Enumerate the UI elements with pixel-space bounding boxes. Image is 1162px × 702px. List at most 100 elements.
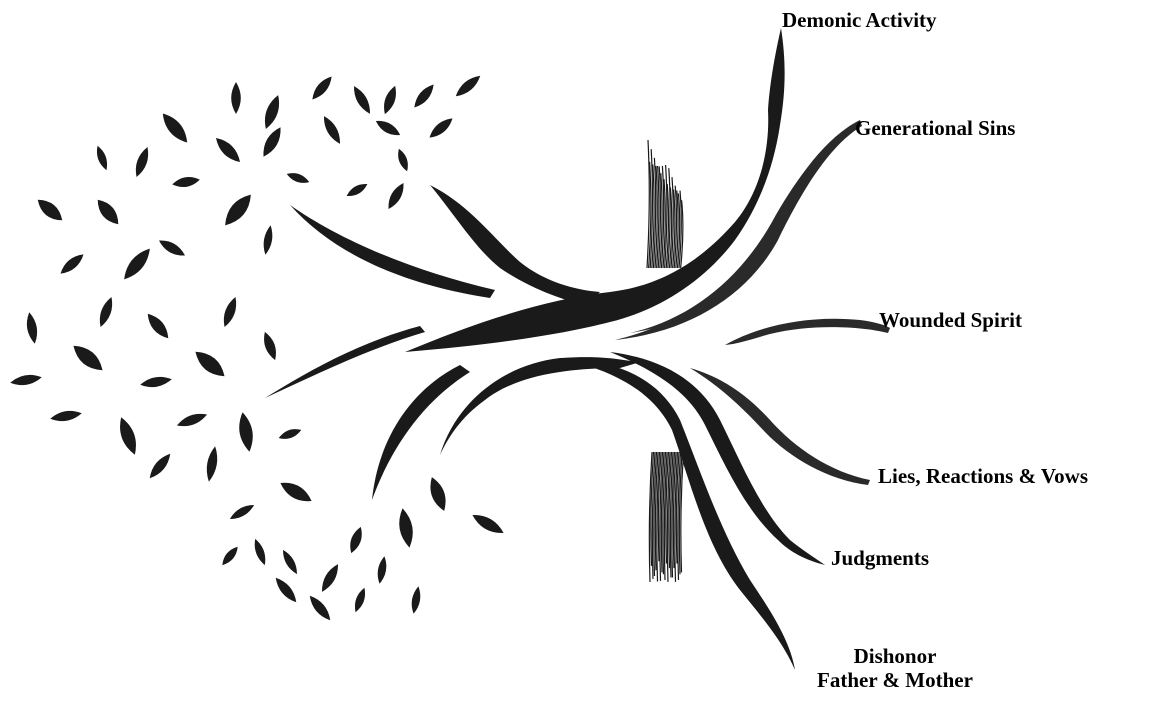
leaf (323, 116, 341, 144)
root-lies (690, 368, 870, 485)
leaf (455, 75, 481, 97)
root-fiber (656, 451, 661, 582)
leaf (231, 82, 241, 114)
root-fiber (675, 190, 679, 269)
trunk (405, 28, 785, 352)
root-fiber (666, 451, 671, 582)
root-fiber (652, 157, 657, 269)
leaf (399, 508, 413, 548)
label-dishonor-father-mother: Dishonor Father & Mother (790, 644, 1000, 692)
root-fiber (667, 168, 671, 269)
leaf (172, 176, 200, 188)
leaf (140, 376, 172, 388)
leaf (263, 127, 281, 157)
root-fiber (651, 164, 655, 269)
leaf (354, 587, 366, 613)
leaf (97, 199, 119, 225)
leaf (149, 453, 171, 479)
leaf (223, 296, 237, 328)
root-fiber (648, 451, 653, 583)
root-fiber (678, 190, 682, 269)
label-generational-sins: Generational Sins (855, 116, 1016, 140)
root-fibers-upper (646, 139, 684, 269)
root-fiber (660, 451, 665, 573)
leaf (312, 76, 332, 100)
root-dishonor (560, 358, 795, 670)
root-fiber (651, 451, 656, 579)
leaf (176, 413, 208, 427)
branch-lower-1 (372, 365, 470, 500)
leaf (275, 577, 297, 603)
leaf (50, 410, 82, 422)
leaf (264, 95, 280, 129)
leaf (162, 113, 188, 143)
root-fiber (653, 451, 658, 576)
leaf (147, 313, 169, 339)
leaf (321, 564, 339, 592)
leaf (375, 120, 401, 136)
leaf (388, 183, 404, 209)
root-fiber (669, 451, 674, 578)
branch-upper-left (290, 205, 495, 298)
leaf (280, 482, 312, 502)
leaf (222, 546, 238, 566)
root-fiber (675, 451, 680, 564)
root-fiber (671, 451, 676, 578)
leaf (346, 183, 368, 197)
branch-upper (430, 185, 600, 305)
root-fiber (664, 164, 668, 269)
root-fiber (649, 149, 654, 269)
leaf-cluster (10, 75, 504, 621)
root-fiber (650, 451, 655, 566)
leaf (286, 173, 310, 183)
leaf (411, 586, 421, 614)
root-fiber (654, 451, 659, 571)
root-fiber (648, 161, 652, 269)
root-fibers-lower (648, 451, 685, 583)
leaf (429, 118, 453, 138)
leaf (377, 556, 387, 584)
leaf (60, 254, 84, 274)
leaf (430, 477, 446, 511)
root-fiber (680, 200, 684, 269)
leaf (225, 194, 251, 226)
leaf (353, 86, 371, 114)
leaf (215, 137, 241, 163)
root-fiber (663, 451, 668, 580)
leaf (472, 514, 504, 534)
leaf (283, 549, 297, 575)
leaf (264, 331, 276, 361)
root-fiber (673, 185, 678, 269)
label-dishonor-line2: Father & Mother (817, 668, 973, 692)
root-fiber (646, 139, 650, 269)
leaf (278, 429, 302, 439)
root-fiber (659, 451, 664, 581)
root-fiber (674, 451, 679, 582)
leaf (263, 225, 273, 255)
root-generational-2 (630, 122, 858, 333)
root-fiber (670, 177, 674, 269)
leaf (124, 248, 150, 280)
leaf (26, 312, 38, 344)
root-fiber (668, 187, 673, 269)
leaf (398, 148, 408, 172)
leaf (135, 146, 149, 178)
label-judgments: Judgments (831, 546, 930, 570)
root-fiber (672, 451, 677, 569)
leaf (350, 526, 362, 554)
root-fiber (680, 451, 685, 573)
leaf (96, 145, 108, 171)
root-fiber (668, 451, 673, 569)
root-fiber (656, 165, 660, 269)
root-fiber (665, 451, 670, 564)
root-fiber (662, 179, 666, 269)
leaf (414, 84, 434, 108)
leaf (99, 296, 113, 328)
root-fiber (657, 166, 662, 269)
branch-left (265, 326, 425, 398)
root-fiber (662, 451, 667, 575)
leaf (309, 595, 331, 621)
root-fiber (659, 173, 663, 269)
leaf (239, 412, 253, 452)
